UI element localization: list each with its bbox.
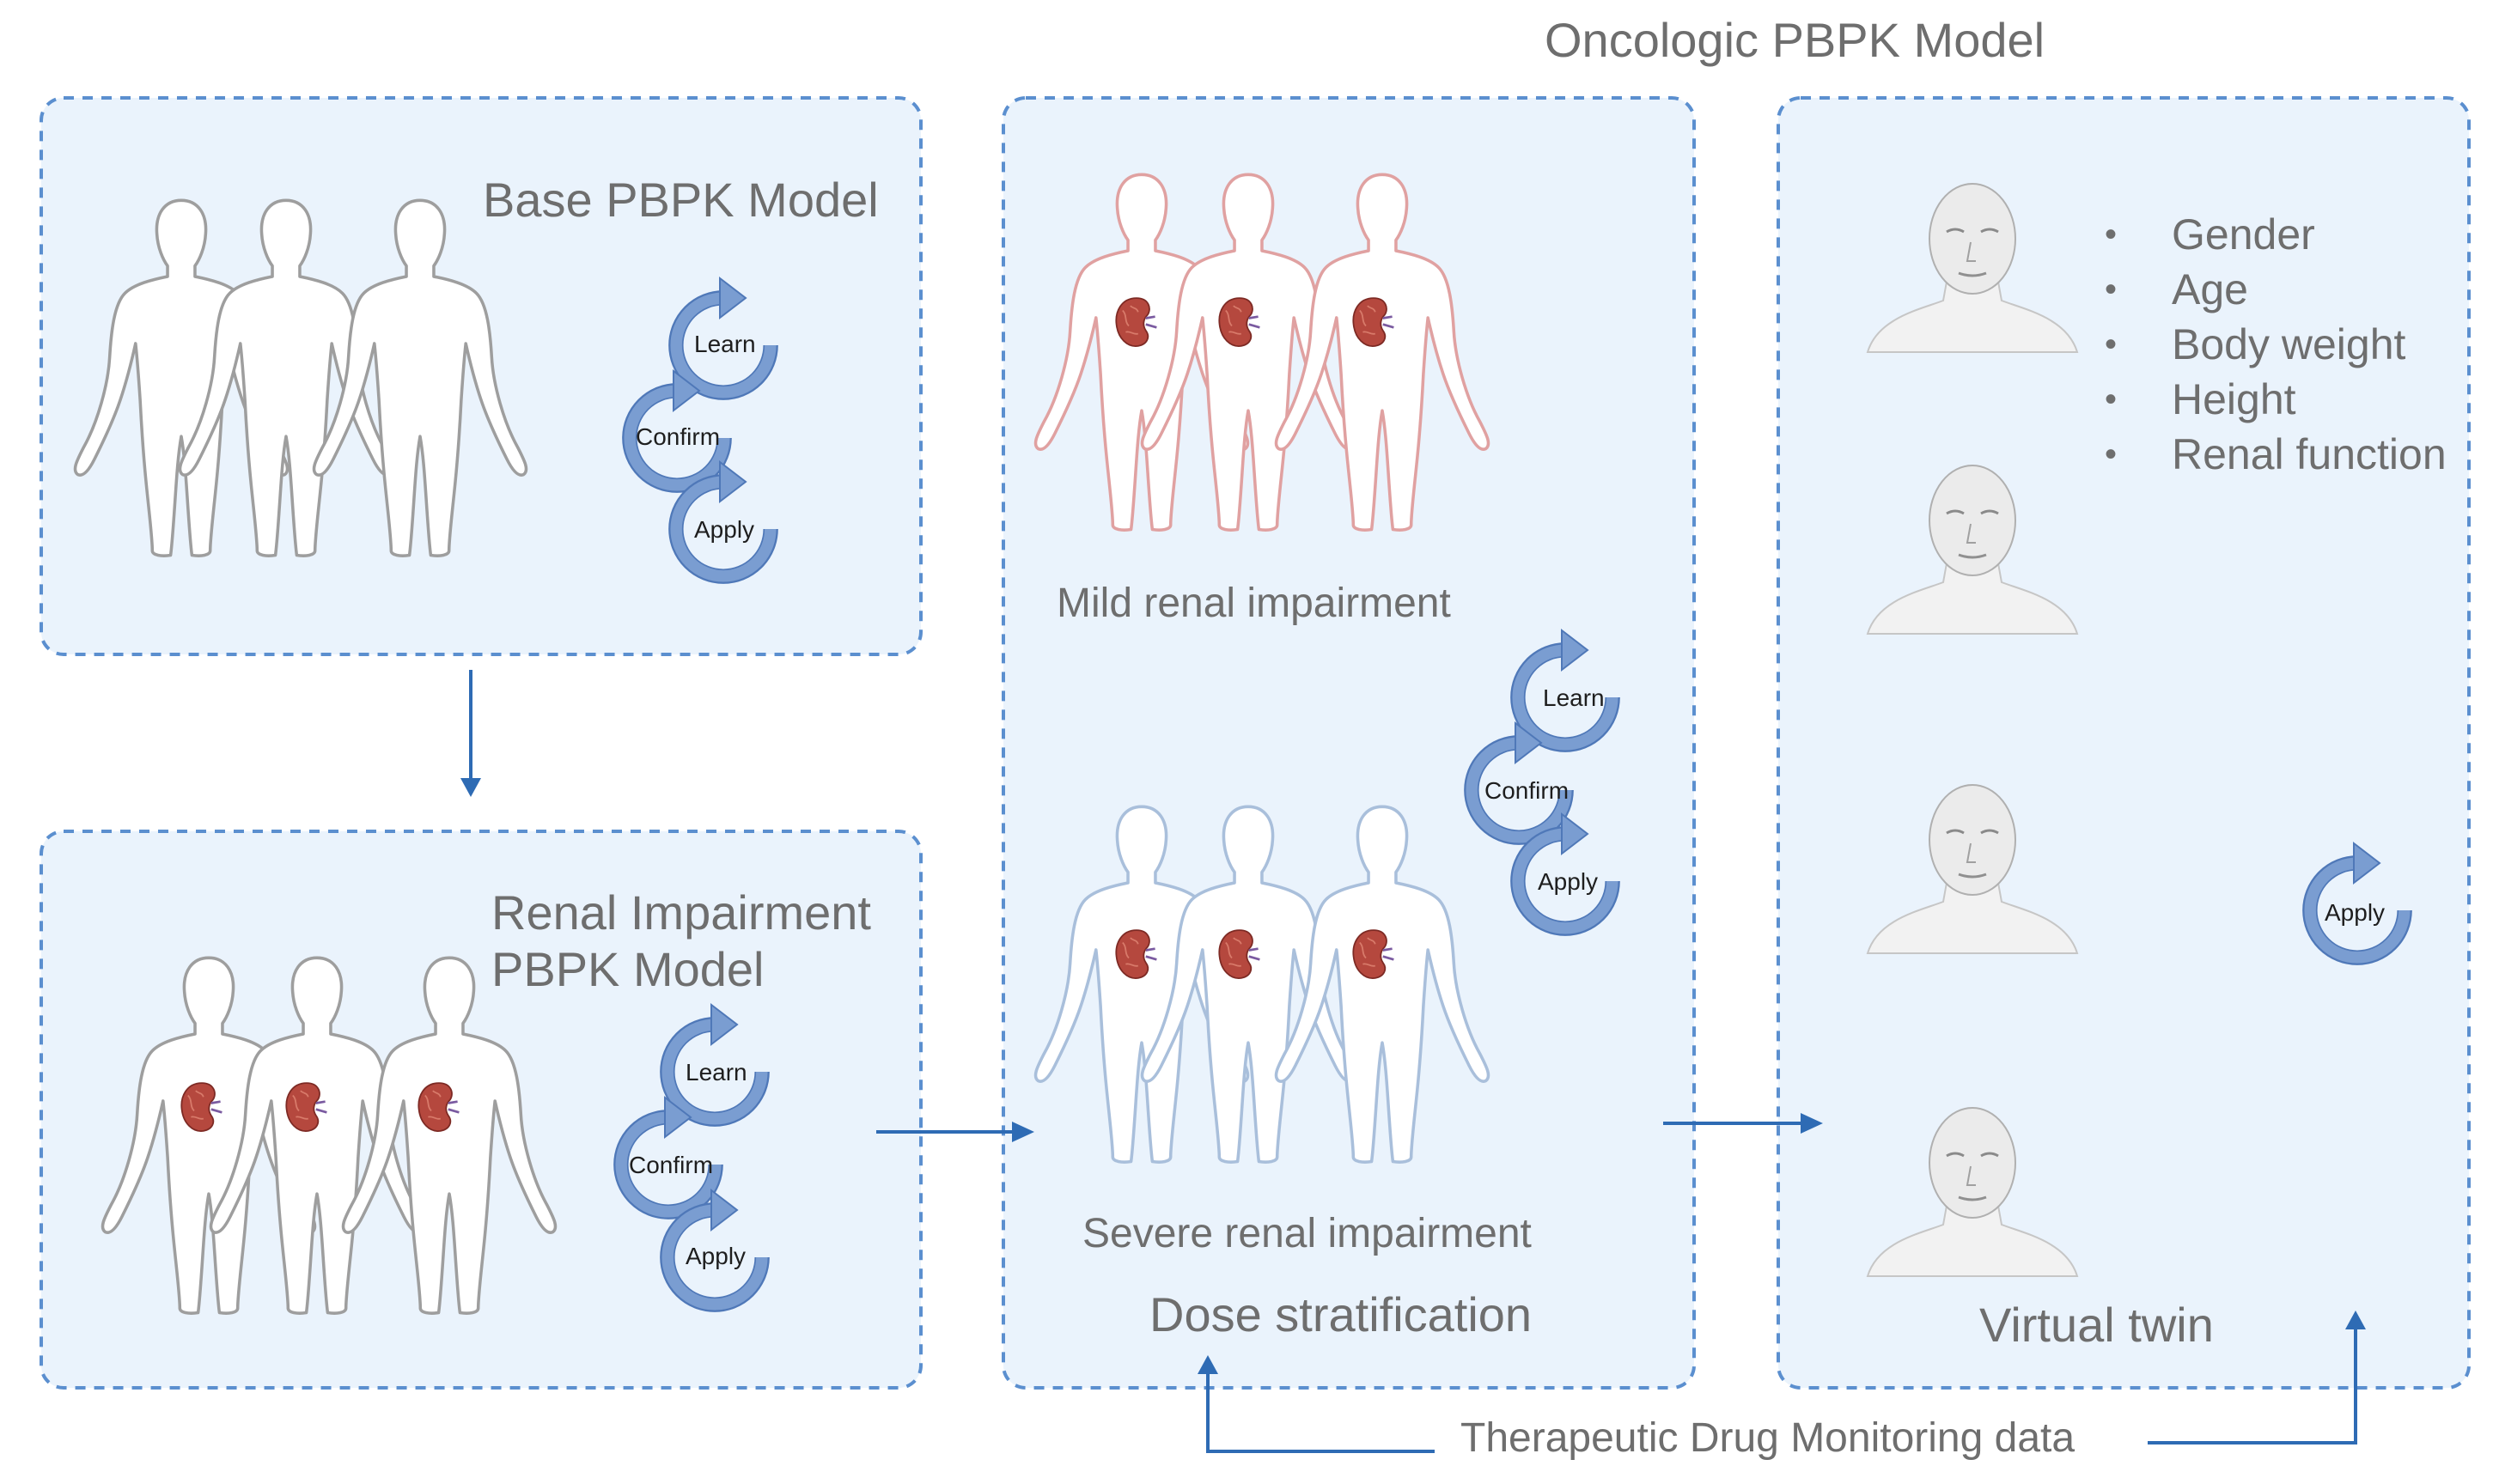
- renal-panel-label-line1: Renal Impairment: [491, 885, 871, 940]
- learn-label: Learn: [694, 331, 756, 357]
- attribute-list: • Gender • Age • Body weight • Height • …: [2105, 210, 2447, 478]
- arrow-dose-to-twin: [1663, 1113, 1823, 1134]
- apply-label: Apply: [694, 516, 754, 543]
- learn-label: Learn: [1543, 684, 1605, 711]
- virtual-twin-panel: [1777, 96, 2471, 1390]
- attribute-bullet: •: [2105, 216, 2117, 253]
- arrow-base-to-renal: [460, 670, 481, 797]
- arrow-icon: [2345, 1311, 2366, 1329]
- twin-cycle: Apply: [2303, 843, 2411, 964]
- arrow-icon: [1012, 1122, 1034, 1142]
- arrow-icon: [1801, 1113, 1823, 1134]
- attribute-bullet: •: [2105, 325, 2117, 363]
- tdm-label: Therapeutic Drug Monitoring data: [1460, 1415, 2075, 1461]
- mild-renal-label: Mild renal impairment: [1057, 581, 1451, 626]
- virtual-twin-label: Virtual twin: [1979, 1298, 2214, 1352]
- attribute-bullet: •: [2105, 380, 2117, 418]
- arrow-renal-to-dose: [876, 1122, 1034, 1142]
- apply-label: Apply: [2325, 899, 2385, 926]
- confirm-label: Confirm: [1484, 777, 1569, 804]
- attribute-item: Height: [2172, 375, 2296, 423]
- dose-stratification-label: Dose stratification: [1149, 1287, 1532, 1341]
- attribute-item: Renal function: [2172, 430, 2447, 478]
- tdm-feedback: Therapeutic Drug Monitoring data: [1198, 1311, 2366, 1461]
- attribute-bullet: •: [2105, 271, 2117, 308]
- arrow-icon: [1198, 1355, 1218, 1374]
- confirm-label: Confirm: [629, 1152, 713, 1178]
- attribute-item: Gender: [2172, 210, 2315, 258]
- renal-cycle: Learn Confirm Apply: [614, 1005, 768, 1311]
- attribute-bullet: •: [2105, 435, 2117, 473]
- confirm-label: Confirm: [636, 423, 720, 450]
- renal-panel-label-line2: PBPK Model: [491, 942, 765, 996]
- apply-label: Apply: [686, 1243, 746, 1269]
- base-cycle: Learn Confirm Apply: [623, 278, 777, 583]
- attribute-item: Body weight: [2172, 320, 2405, 368]
- base-panel-label: Base PBPK Model: [483, 173, 879, 227]
- severe-renal-label: Severe renal impairment: [1082, 1211, 1532, 1256]
- learn-label: Learn: [686, 1059, 747, 1086]
- arrow-icon: [460, 778, 481, 797]
- apply-label: Apply: [1538, 868, 1598, 895]
- dose-cycle: Learn Confirm Apply: [1465, 630, 1618, 935]
- attribute-item: Age: [2172, 265, 2248, 313]
- diagram-title: Oncologic PBPK Model: [1545, 13, 2045, 67]
